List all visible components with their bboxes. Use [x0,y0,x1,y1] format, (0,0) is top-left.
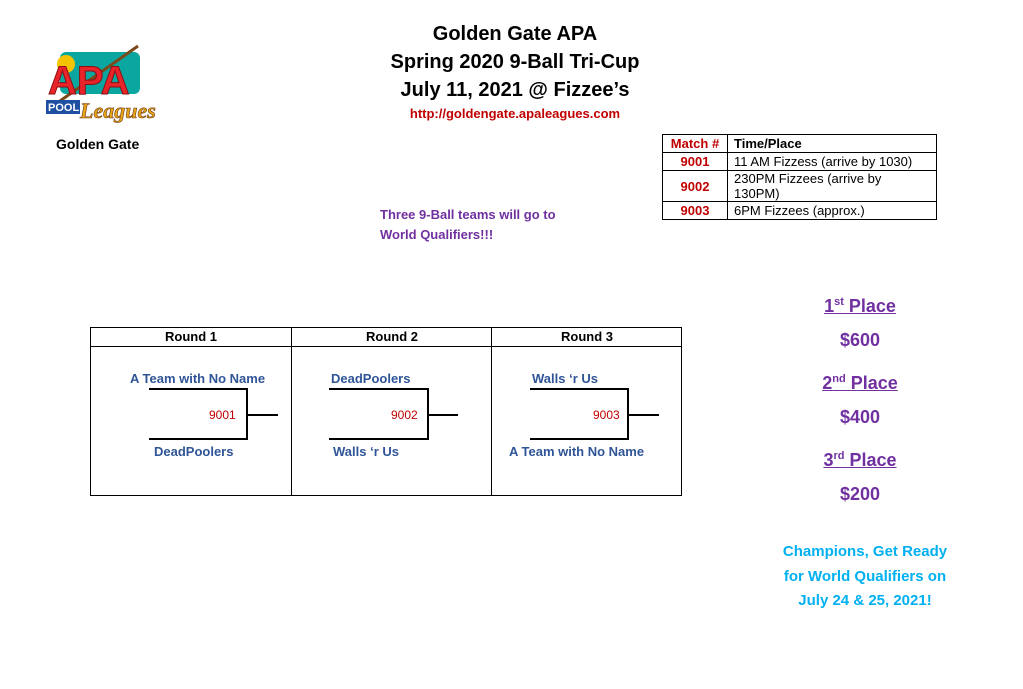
match-number: 9003 [662,201,728,220]
round-2-top-team: DeadPoolers [331,371,411,386]
round-2-match-number: 9002 [391,408,418,422]
logo-pool-text: POOL [48,102,79,114]
match-number: 9001 [662,152,728,171]
second-place-amount: $400 [839,407,881,427]
apa-logo: APA POOL Leagues Golden Gate [40,42,170,157]
bracket-line [329,388,429,390]
logo-leagues-text: Leagues [79,98,156,123]
col-header-match: Match # [662,134,728,153]
qualifier-note-line1: Three 9-Ball teams will go to [380,207,556,222]
qualifier-note-line2: World Qualifiers!!! [380,227,494,242]
match-time-place: 6PM Fizzees (approx.) [727,201,937,220]
match-time-place: 230PM Fizzees (arrive by 130PM) [727,170,937,202]
round-1-top-team: A Team with No Name [130,371,266,386]
bracket-line [530,438,629,440]
logo-brand-text: APA [48,59,129,103]
third-place-amount: $200 [839,484,881,504]
qualifier-note: Three 9-Ball teams will go to World Qual… [380,205,556,245]
website-link[interactable]: http://goldengate.apaleagues.com [409,106,621,121]
match-schedule-table: Match # Time/Place 9001 11 AM Fizzess (a… [662,134,937,220]
first-place-amount: $600 [839,330,881,350]
champions-note: Champions, Get Ready for World Qualifier… [760,540,970,614]
third-place-label: 3rd Place [823,450,897,470]
event-date: July 11, 2021 @ Fizzee’s [400,79,630,101]
table-row: 9002 230PM Fizzees (arrive by 130PM) [662,170,937,202]
bracket-line [627,414,659,416]
round-3-title: Round 3 [492,328,682,347]
champions-line3: July 24 & 25, 2021! [798,592,932,609]
bracket-line [246,414,278,416]
match-time-place: 11 AM Fizzess (arrive by 1030) [727,152,937,171]
champions-line2: for World Qualifiers on [783,567,947,585]
table-header-row: Match # Time/Place [662,134,937,153]
table-row: 9001 11 AM Fizzess (arrive by 1030) [662,152,937,171]
col-header-time: Time/Place [727,134,937,153]
org-title: Golden Gate APA [432,23,598,45]
second-place-label: 2nd Place [822,373,898,393]
first-place-label: 1st Place [824,296,896,316]
round-3-bottom-team: A Team with No Name [509,444,645,459]
logo-caption: Golden Gate [56,136,140,152]
round-1-title: Round 1 [91,328,291,347]
bracket-line [427,414,458,416]
round-1-match-number: 9001 [209,408,236,422]
tournament-bracket: Round 1 A Team with No Name 9001 DeadPoo… [90,327,682,496]
bracket-line [530,388,629,390]
champions-line1: Champions, Get Ready [782,543,948,560]
match-number: 9002 [662,170,728,202]
round-1-column: Round 1 A Team with No Name 9001 DeadPoo… [91,328,291,495]
round-2-bottom-team: Walls ‘r Us [333,444,399,459]
round-3-top-team: Walls ‘r Us [532,371,598,386]
bracket-line [149,438,248,440]
bracket-line [149,388,248,390]
bracket-line [329,438,429,440]
logo-graphic: APA POOL Leagues [46,44,156,123]
round-3-match-number: 9003 [593,408,620,422]
round-2-column: Round 2 DeadPoolers 9002 Walls ‘r Us [291,328,492,495]
round-3-column: Round 3 Walls ‘r Us 9003 A Team with No … [491,328,682,495]
table-row: 9003 6PM Fizzees (approx.) [662,201,937,220]
event-title: Spring 2020 9-Ball Tri-Cup [390,51,640,73]
round-2-title: Round 2 [292,328,492,347]
prize-list: 1st Place $600 2nd Place $400 3rd Place … [780,288,940,519]
page-header: Golden Gate APA Spring 2020 9-Ball Tri-C… [300,20,730,123]
round-1-bottom-team: DeadPoolers [154,444,234,459]
